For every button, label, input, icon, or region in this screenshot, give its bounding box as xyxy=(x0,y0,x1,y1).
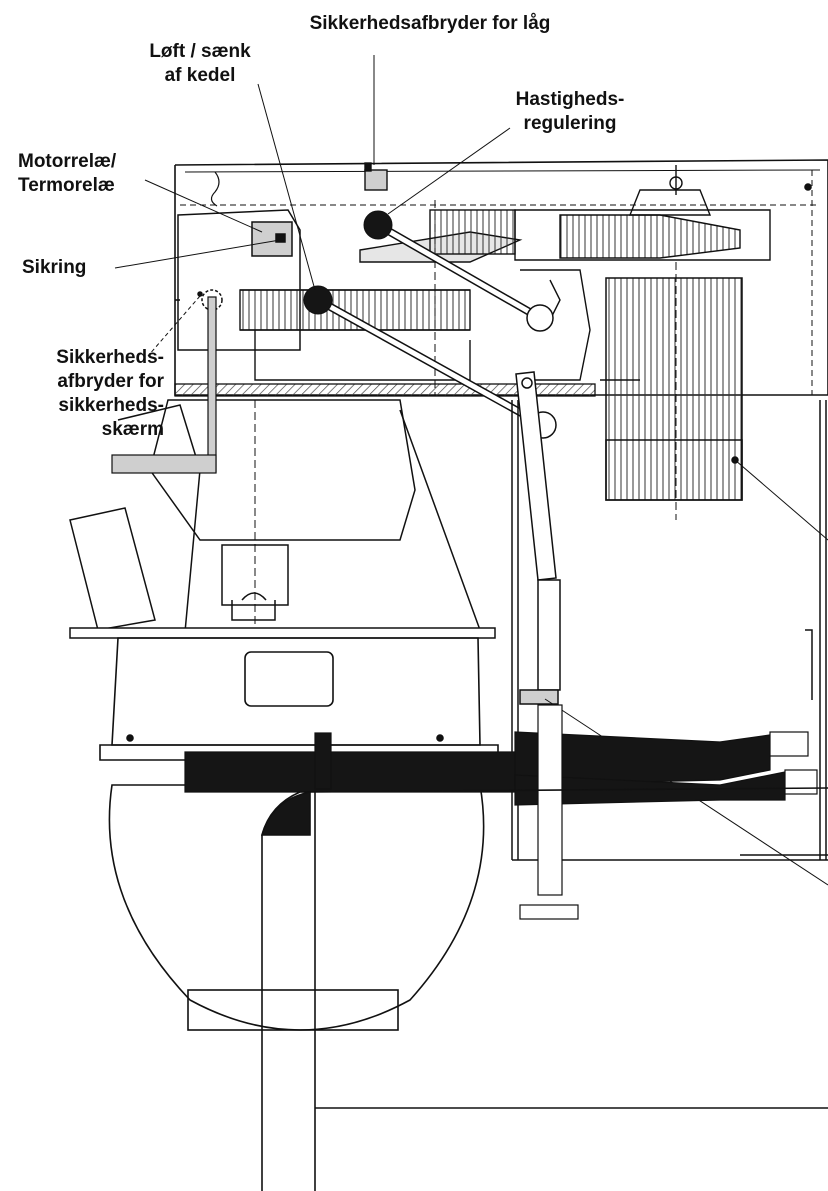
guard-safety-switch-label: Sikkerheds- afbryder for sikkerheds- skæ… xyxy=(6,346,164,442)
lid-safety-switch-label: Sikkerhedsafbryder for låg xyxy=(309,13,551,34)
motor xyxy=(605,262,828,541)
lift-lower-label-line1: Løft / sænk xyxy=(149,41,251,62)
speed-regulation-label: Hastigheds- regulering xyxy=(480,88,660,136)
motor-relay-label: Motorrelæ/ Termorelæ xyxy=(18,150,116,198)
lift-linkage xyxy=(515,371,828,886)
lift-lower-label-line2: af kedel xyxy=(164,65,236,86)
gear-housing xyxy=(254,269,640,381)
motor-relay-label-line2: Termorelæ xyxy=(18,175,115,196)
speed-lever xyxy=(363,127,554,332)
lid-switch-block xyxy=(364,55,388,191)
motor-relay-label-line1: Motorrelæ/ xyxy=(18,151,117,172)
guard-switch-label-line1: Sikkerheds- xyxy=(56,347,164,368)
guard-switch-label-line2: afbryder for xyxy=(57,371,164,392)
guard-switch-label-line3: sikkerheds- xyxy=(58,395,164,416)
speed-regulation-label-line2: regulering xyxy=(523,113,617,134)
speed-regulation-label-line1: Hastigheds- xyxy=(515,89,625,110)
lift-lower-label: Løft / sænk af kedel xyxy=(110,40,290,88)
guard-switch-label-line4: skærm xyxy=(101,419,164,440)
base xyxy=(260,787,828,1191)
bowl-arms xyxy=(184,704,818,920)
fuse-label: Sikring xyxy=(22,257,87,278)
guard-switch-rod xyxy=(111,295,217,474)
column xyxy=(511,400,828,861)
